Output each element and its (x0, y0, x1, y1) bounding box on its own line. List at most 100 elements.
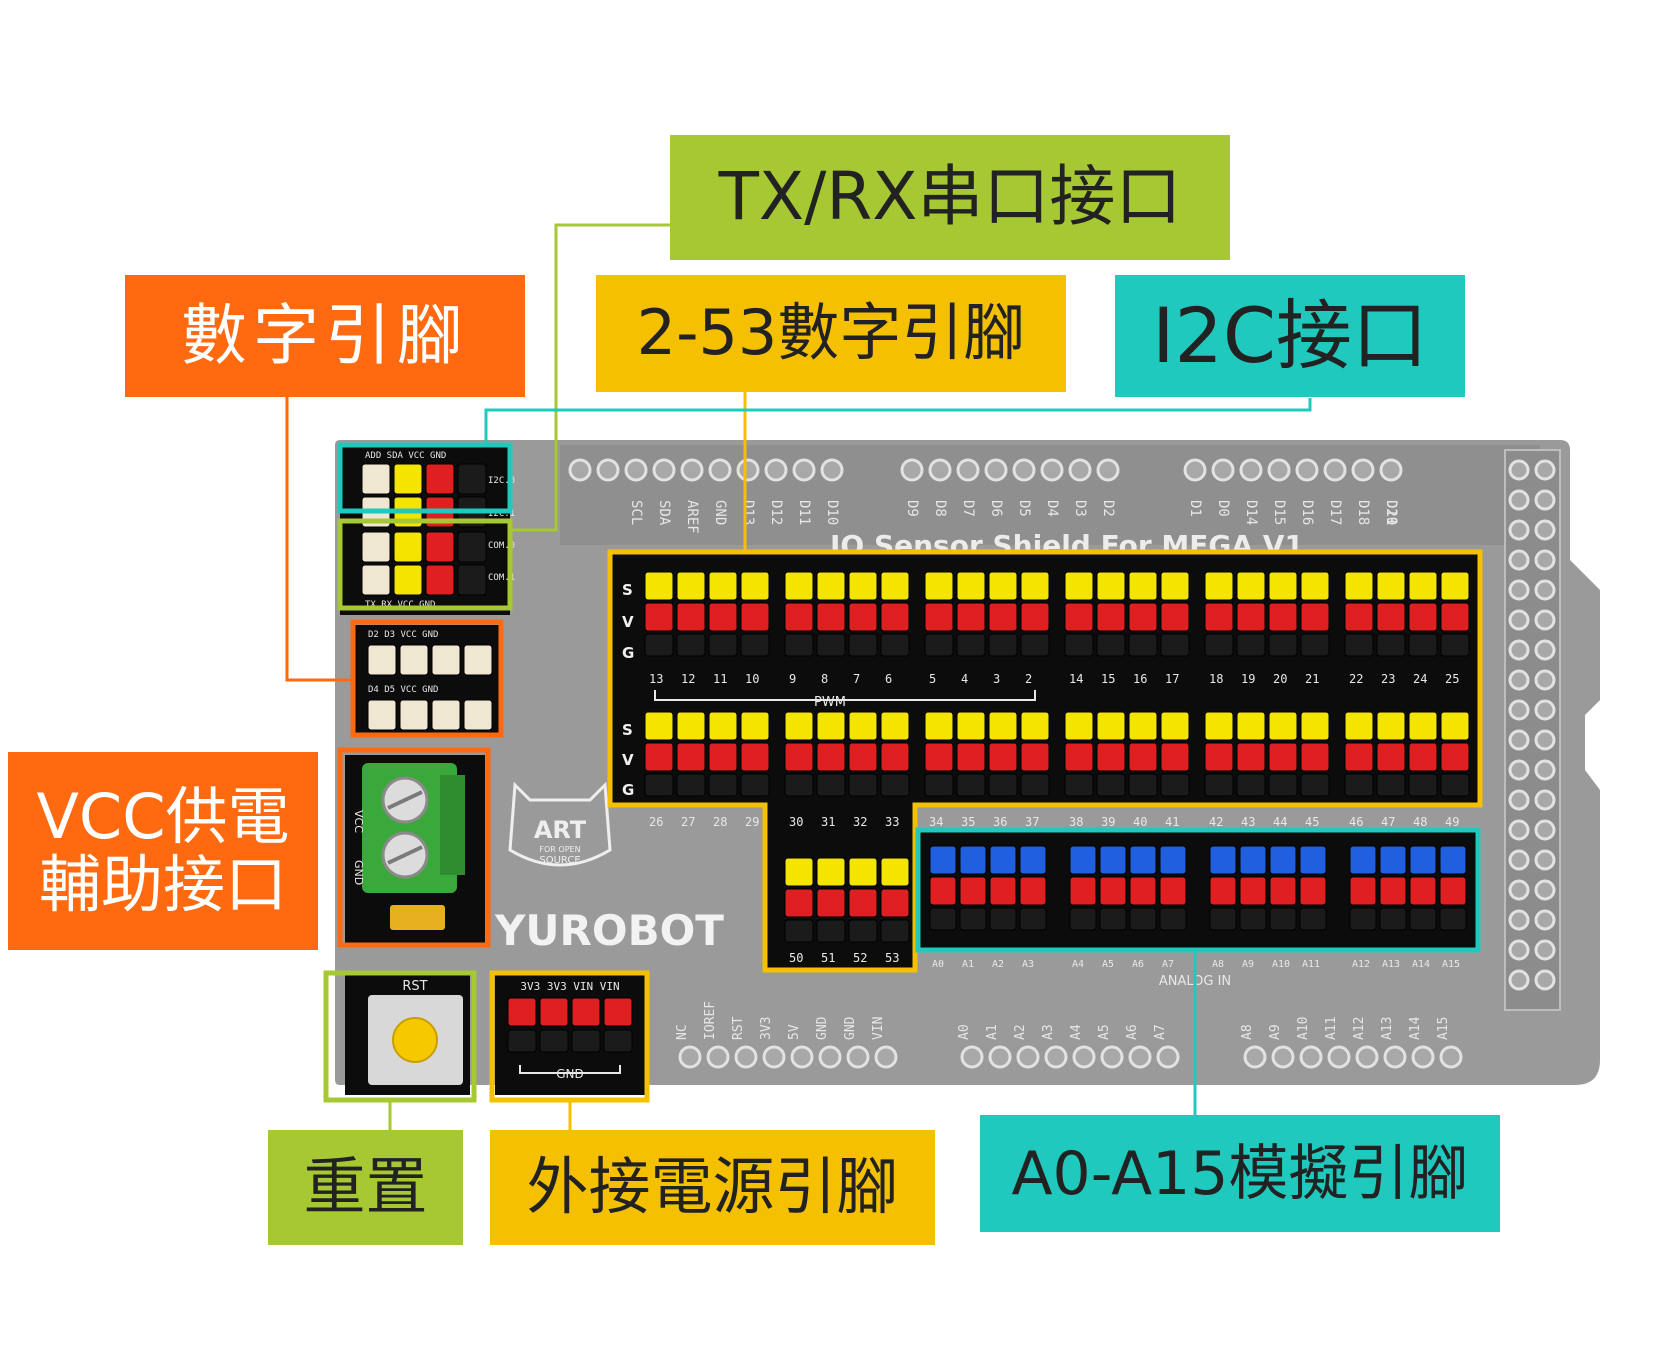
left-module-labels: ADD SDA VCC GND I2C.0 I2C.1 COM.0 COM.1 … (365, 451, 515, 695)
row-label-v: V (622, 751, 634, 769)
pin-number: 52 (853, 951, 867, 965)
top-header-label: D14 (1243, 500, 1259, 525)
signal-pin (784, 571, 814, 601)
analog-signal-pin (1159, 845, 1187, 875)
pin-number: 46 (1349, 815, 1363, 829)
top-header-label: D10 (824, 500, 840, 525)
gnd-pin (676, 633, 706, 657)
analog-pin-headers (929, 845, 1467, 931)
art-logo-line1: ART (534, 816, 587, 844)
vcc-pin (1344, 602, 1374, 632)
right-header-socket (1534, 699, 1556, 721)
signal-pin (1236, 571, 1266, 601)
analog-signal-pin (1269, 845, 1297, 875)
vcc-pin (1408, 742, 1438, 772)
header-socket (764, 458, 788, 482)
pin-number: 6 (885, 672, 892, 686)
analog-gnd-pin (1069, 907, 1097, 931)
top-header-label: GND (712, 500, 728, 525)
gnd-pin (924, 773, 954, 797)
analog-gnd-pin (1019, 907, 1047, 931)
signal-pin (1300, 571, 1330, 601)
analog-signal-pin (989, 845, 1017, 875)
signal-pin (1300, 711, 1330, 741)
digital-module-pin (463, 644, 493, 676)
power-gnd-pin (539, 1029, 569, 1053)
right-header-socket (1508, 669, 1530, 691)
pwm-label: PWM (814, 695, 846, 710)
module-pin (425, 564, 455, 596)
art-logo-line2: FOR OPEN (539, 845, 580, 854)
vcc-pin (880, 888, 910, 918)
frame-reset (323, 970, 477, 1103)
pin-number: 14 (1069, 672, 1083, 686)
header-socket (1323, 458, 1347, 482)
analog-gnd-pin (1269, 907, 1297, 931)
analog-pin-number: A4 (1072, 959, 1084, 970)
gnd-pin (1440, 633, 1470, 657)
serial-header-label: TX RX VCC GND (365, 600, 435, 610)
vcc-pin (708, 602, 738, 632)
analog-signal-pin (1349, 845, 1377, 875)
gnd-pin (848, 773, 878, 797)
module-pin (457, 531, 487, 563)
signal-pin (1160, 711, 1190, 741)
right-header-socket (1534, 489, 1556, 511)
bottom-analog-label: A0 (957, 1024, 972, 1040)
analog-pin-number: A14 (1412, 959, 1430, 970)
analog-pin-number: A5 (1102, 959, 1114, 970)
analog-gnd-pin (1349, 907, 1377, 931)
bottom-analog-label: A12 (1352, 1017, 1367, 1040)
pin-number: 36 (993, 815, 1007, 829)
gnd-label: GND (556, 1067, 584, 1081)
analog-pin-number: A11 (1302, 959, 1320, 970)
vcc-pin (1096, 742, 1126, 772)
vcc-pin (1064, 602, 1094, 632)
vcc-pin (1128, 602, 1158, 632)
com-row-0: COM.0 (488, 541, 515, 551)
signal-pin (1376, 571, 1406, 601)
analog-pin-number: A10 (1272, 959, 1290, 970)
bottom-power-label: 5V (787, 1024, 802, 1040)
pin-number: 49 (1445, 815, 1459, 829)
power-jumper (390, 905, 445, 930)
power-gnd-pin (603, 1029, 633, 1053)
signal-pin (880, 857, 910, 887)
callout-digital-2-53-text: 2-53數字引腳 (636, 296, 1026, 370)
vcc-pin (848, 742, 878, 772)
bottom-header-socket (678, 1045, 702, 1069)
leader-i2c (484, 398, 1312, 445)
gnd-pin (924, 633, 954, 657)
bottom-power-label: IOREF (703, 1001, 718, 1040)
gnd-pin (988, 773, 1018, 797)
pin-number: 44 (1273, 815, 1287, 829)
power-gnd-pin (507, 1029, 537, 1053)
pin-number: 12 (681, 672, 695, 686)
module-pin (425, 531, 455, 563)
pin-number: 5 (929, 672, 936, 686)
header-socket (1239, 458, 1263, 482)
bottom-header-sockets (678, 1045, 1463, 1069)
power-pin (603, 997, 633, 1027)
signal-pin (816, 857, 846, 887)
signal-pin (956, 571, 986, 601)
analog-pin-number: A0 (932, 959, 944, 970)
analog-gnd-pin (1239, 907, 1267, 931)
vcc-pin (1344, 742, 1374, 772)
right-header-socket (1534, 729, 1556, 751)
gnd-pin (1408, 633, 1438, 657)
pin-number: 18 (1209, 672, 1223, 686)
bottom-header-socket (1327, 1045, 1351, 1069)
gnd-pin (1236, 773, 1266, 797)
vcc-pin (1128, 742, 1158, 772)
right-header-socket (1508, 609, 1530, 631)
pin-number: 50 (789, 951, 803, 965)
bottom-header-socket (988, 1045, 1012, 1069)
com-row-1: COM.1 (488, 573, 515, 583)
analog-gnd-pin (959, 907, 987, 931)
gnd-pin (1236, 633, 1266, 657)
signal-pin (676, 571, 706, 601)
top-header-label: D6 (988, 500, 1004, 517)
vcc-pin (784, 888, 814, 918)
